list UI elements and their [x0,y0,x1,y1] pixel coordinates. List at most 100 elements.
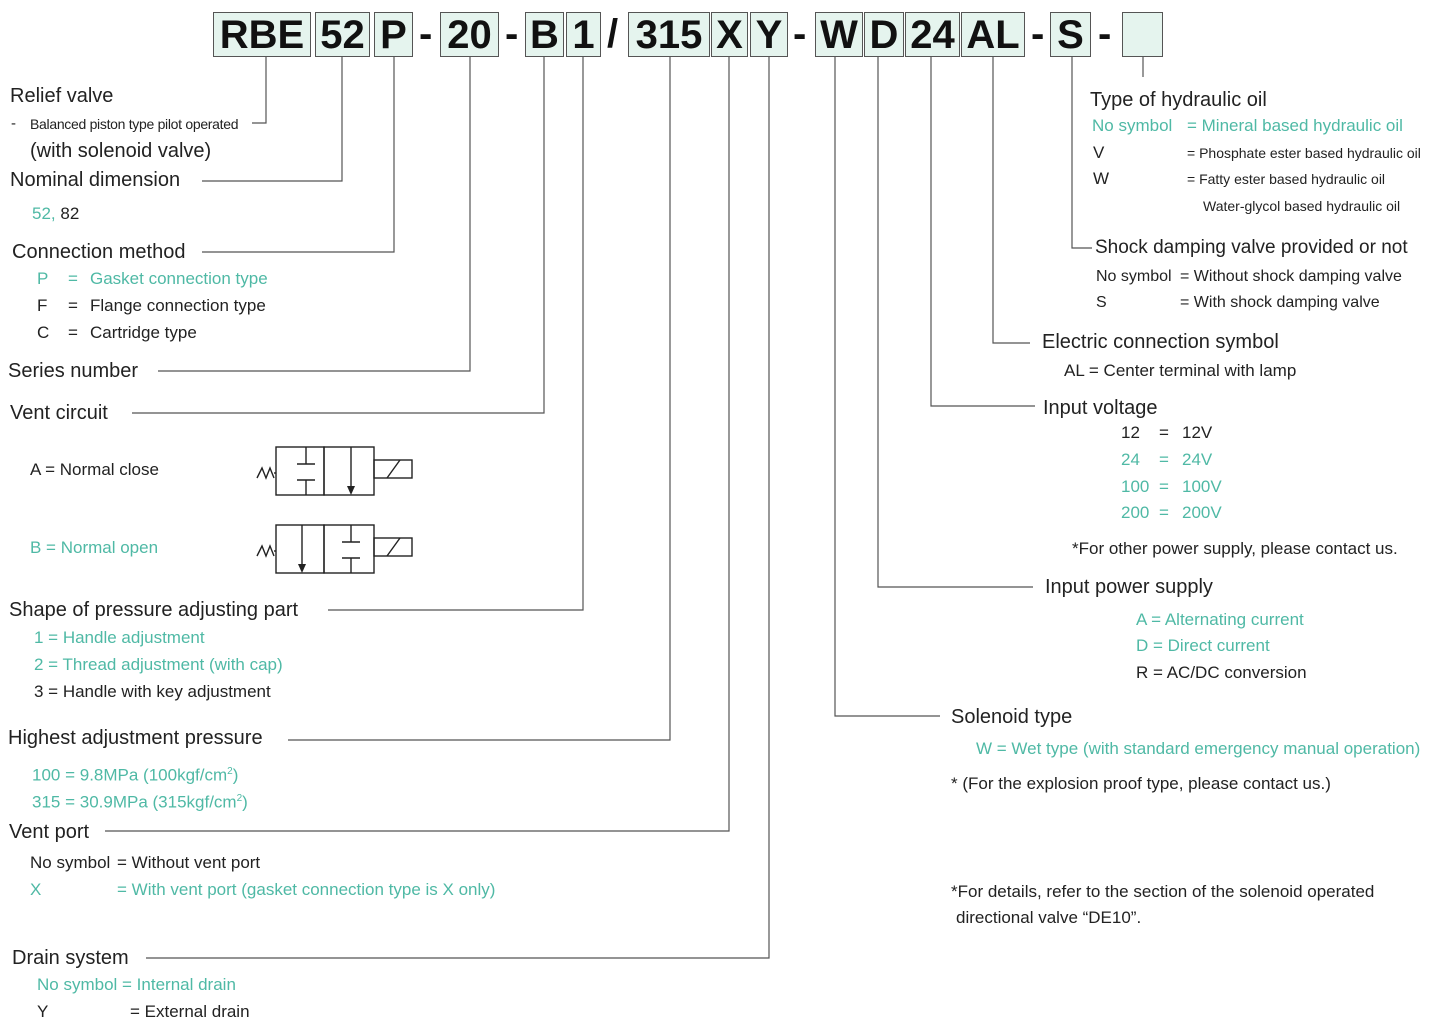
oil-i1-desc: = Mineral based hydraulic oil [1187,116,1403,135]
relief-title: Relief valve [10,85,114,107]
code-box-b: B [525,12,564,57]
connection-title: Connection method [12,241,186,263]
code-box-s: S [1050,12,1091,57]
code-box-rbe: RBE [213,12,311,57]
highest-315-text: 315 = 30.9MPa (315kgf/cm [32,792,237,812]
code-box-blank [1122,12,1163,57]
connection-f-sym: F [37,296,48,315]
connection-c-eq: = [68,323,78,342]
code-box-p: P [374,12,413,57]
highest-100-sup: 2 [227,766,233,777]
code-box-20: 20 [440,12,499,57]
voltage-100-eq: = [1159,477,1169,496]
electric-title: Electric connection symbol [1042,331,1279,353]
shock-title: Shock damping valve provided or not [1095,237,1408,258]
nominal-title: Nominal dimension [10,169,181,191]
voltage-12-a: 12 [1121,423,1140,442]
solenoid-note: * (For the explosion proof type, please … [951,774,1331,793]
code-slash: / [607,12,619,56]
connection-p-desc: Gasket connection type [90,269,268,288]
series-title: Series number [8,360,139,382]
shape-item-2: 2 = Thread adjustment (with cap) [34,655,283,674]
oil-i2-desc: = Phosphate ester based hydraulic oil [1187,145,1421,161]
highest-315-sup: 2 [236,793,243,804]
solenoid-title: Solenoid type [951,706,1073,728]
oil-i1-sym: No symbol [1092,116,1173,135]
vent-port-i1-sym: No symbol [30,853,111,872]
leader-connection [202,57,395,253]
vent-port-i2-sym: X [30,880,42,899]
vent-circuit-a: A = Normal close [30,460,159,479]
leader-nominal [202,57,343,182]
leader-power [877,57,1033,588]
shock-i2-sym: S [1096,294,1107,311]
power-title: Input power supply [1045,576,1213,598]
leader-electric [992,57,1030,344]
shape-item-3: 3 = Handle with key adjustment [34,682,271,701]
nominal-values: 52, 82 [32,204,79,224]
voltage-100-a: 100 [1121,477,1150,496]
connection-p-sym: P [37,269,49,288]
connection-p-eq: = [68,269,78,288]
electric-item: AL = Center terminal with lamp [1064,361,1297,380]
valve-normal-open-icon [256,524,413,574]
code-box-52: 52 [315,12,370,57]
nominal-52: 52, [32,204,56,223]
power-item-d: D = Direct current [1136,636,1270,655]
vent-circuit-b: B = Normal open [30,538,159,557]
code-box-24: 24 [905,12,960,57]
voltage-24-b: 24V [1182,450,1213,469]
connection-f-eq: = [68,296,78,315]
code-dash: - [419,12,433,56]
code-box-d: D [864,12,904,57]
oil-i3-desc: = Fatty ester based hydraulic oil [1187,171,1386,187]
shock-i1-sym: No symbol [1096,268,1172,285]
solenoid-item: W = Wet type (with standard emergency ma… [976,739,1421,758]
relief-line1: Balanced piston type pilot operated [30,116,239,132]
power-item-r: R = AC/DC conversion [1136,663,1307,682]
voltage-200-eq: = [1159,503,1169,522]
voltage-title: Input voltage [1043,397,1158,419]
leader-shape [328,57,584,611]
code-box-y: Y [750,12,788,57]
leader-relief [252,57,267,124]
highest-315-tail: ) [242,792,248,812]
voltage-24-a: 24 [1121,450,1140,469]
code-dash: - [793,12,807,56]
voltage-200-a: 200 [1121,503,1150,522]
voltage-note: *For other power supply, please contact … [1072,539,1398,558]
shock-i1-desc: = Without shock damping valve [1180,268,1402,285]
details-note-line1: *For details, refer to the section of th… [951,882,1375,901]
highest-100-tail: ) [232,765,239,785]
valve-normal-close-icon [256,446,413,496]
drain-title: Drain system [12,947,129,969]
voltage-200-b: 200V [1182,503,1222,522]
code-box-x: X [711,12,748,57]
highest-item-315: 315 = 30.9MPa (315kgf/cm2) [32,789,248,813]
connection-f-desc: Flange connection type [90,296,266,315]
power-item-a: A = Alternating current [1136,610,1304,629]
voltage-12-eq: = [1159,423,1169,442]
code-box-315: 315 [628,12,710,57]
code-dash: - [1031,12,1045,56]
vent-port-i1-desc: = Without vent port [117,853,261,872]
leader-shock [1071,57,1092,249]
highest-100-text: 100 = 9.8MPa (100kgf/cm [32,765,228,785]
drain-i2-desc: = External drain [130,1002,250,1021]
oil-i3-desc2: Water-glycol based hydraulic oil [1203,198,1401,214]
leader-vent-circuit [132,57,545,414]
code-dash: - [505,12,519,56]
highest-title: Highest adjustment pressure [8,727,263,749]
highest-item-100: 100 = 9.8MPa (100kgf/cm2) [32,762,238,786]
drain-i1: No symbol = Internal drain [37,975,236,994]
connection-c-sym: C [37,323,50,342]
vent-port-i2-desc: = With vent port (gasket connection type… [117,880,496,899]
oil-i3-sym: W [1093,169,1110,188]
voltage-24-eq: = [1159,450,1169,469]
voltage-12-b: 12V [1182,423,1213,442]
leader-highest [288,57,671,741]
leader-voltage [930,57,1035,407]
shape-title: Shape of pressure adjusting part [9,599,299,621]
leader-solenoid [834,57,940,717]
